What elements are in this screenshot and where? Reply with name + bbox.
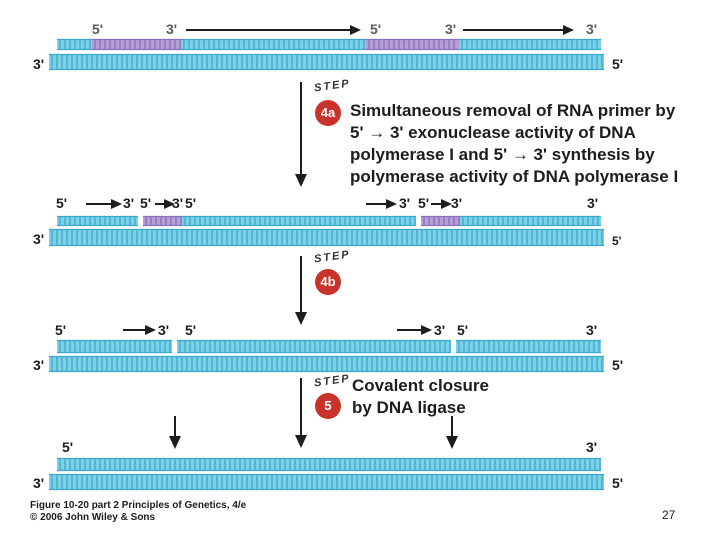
row2-top-5prime-label-b: 5'	[140, 195, 152, 211]
row1-top-dna-segment-1	[57, 38, 92, 51]
step-4b-badge: 4b	[315, 269, 341, 295]
row1-top-dna-segment-3	[459, 38, 601, 51]
row1-top-5prime-label-a: 5'	[92, 21, 104, 37]
step-4a-process-arrow	[295, 82, 307, 187]
row2-top-3prime-label-a: 3'	[123, 195, 135, 211]
row1-top-3prime-label-b: 3'	[445, 21, 457, 37]
row1-bottom-5prime-label: 5'	[612, 56, 624, 72]
step-4b-process-arrow	[295, 256, 307, 325]
step-4a-line-3: polymerase I and 5' → 3' synthesis by	[350, 145, 655, 164]
row2-top-5prime-label-a: 5'	[56, 195, 68, 211]
row1-bottom-3prime-label: 3'	[33, 56, 45, 72]
step-5-process-arrow	[295, 378, 307, 448]
row3-top-3prime-label-b: 3'	[434, 322, 446, 338]
figure-caption-line-1: Figure 10-20 part 2 Principles of Geneti…	[30, 500, 247, 511]
row2-synthesis-arrow-3	[366, 199, 397, 209]
row1-bottom-strand	[49, 53, 604, 71]
row3-top-dna-segment-3	[456, 339, 601, 354]
row1-top-dna-segment-2	[181, 38, 366, 51]
row2-bottom-strand	[49, 228, 604, 247]
step-5-line-2: by DNA ligase	[352, 398, 466, 417]
row2-top-dna-segment-2	[182, 215, 416, 227]
row2-bottom-5prime-label: 5'	[612, 234, 622, 248]
row1-top-3prime-label-a: 3'	[166, 21, 178, 37]
step-5-line-1: Covalent closure	[352, 376, 489, 395]
figure-caption-line-2: © 2006 John Wiley & Sons	[30, 512, 156, 523]
row3-synthesis-arrow-1	[123, 325, 156, 335]
step-4a-line-1: Simultaneous removal of RNA primer by	[350, 101, 676, 120]
row2-synthesis-arrow-1	[86, 199, 122, 209]
row2-top-dna-segment-3	[460, 215, 601, 227]
row3-top-5prime-label-a: 5'	[55, 322, 67, 338]
row2-top-3prime-label-e: 3'	[587, 195, 599, 211]
row2-top-3prime-label-d: 3'	[451, 195, 463, 211]
row3-top-3prime-label-c: 3'	[586, 322, 598, 338]
row1-synthesis-arrow-1	[186, 25, 361, 35]
row3-top-dna-segment-2	[177, 339, 451, 354]
row3-bottom-strand	[49, 355, 604, 373]
row3-bottom-5prime-label: 5'	[612, 357, 624, 373]
row2-top-rna-primer-1	[143, 215, 182, 227]
page-number: 27	[662, 508, 676, 522]
step-4a-line-2: 5' → 3' exonuclease activity of DNA	[350, 123, 636, 142]
row1-top-rna-primer-1	[92, 38, 181, 51]
row4-bottom-5prime-label: 5'	[612, 475, 624, 491]
row2-top-rna-primer-2	[421, 215, 460, 227]
row3-top-3prime-label-a: 3'	[158, 322, 170, 338]
row1-synthesis-arrow-2	[463, 25, 574, 35]
row2-top-3prime-label-c: 3'	[399, 195, 411, 211]
row2-top-dna-segment-1	[57, 215, 138, 227]
step-4a-badge: 4a	[315, 100, 341, 126]
row2-top-5prime-label-c: 5'	[185, 195, 197, 211]
step-5-badge: 5	[315, 393, 341, 419]
step-5-description: Covalent closure by DNA ligase	[352, 375, 489, 419]
row4-top-5prime-label: 5'	[62, 439, 74, 455]
row3-synthesis-arrow-2	[397, 325, 432, 335]
row4-nick-sealed-arrow-1	[169, 416, 181, 449]
row4-top-strand	[57, 457, 601, 472]
row4-bottom-strand	[49, 473, 604, 491]
row3-top-dna-segment-1	[57, 339, 172, 354]
row1-top-5prime-label-b: 5'	[370, 21, 382, 37]
row3-top-5prime-label-b: 5'	[185, 322, 197, 338]
row2-top-5prime-label-d: 5'	[418, 195, 430, 211]
row2-synthesis-arrow-2	[155, 199, 175, 209]
step-4a-line-4: polymerase activity of DNA polymerase I	[350, 167, 679, 186]
row2-bottom-3prime-label: 3'	[33, 231, 45, 247]
row1-top-rna-primer-2	[366, 38, 459, 51]
row4-bottom-3prime-label: 3'	[33, 475, 45, 491]
step-4a-description: Simultaneous removal of RNA primer by 5'…	[350, 100, 678, 188]
row1-top-3prime-label-c: 3'	[586, 21, 598, 37]
row4-top-3prime-label: 3'	[586, 439, 598, 455]
row3-top-5prime-label-c: 5'	[457, 322, 469, 338]
figure-caption: Figure 10-20 part 2 Principles of Geneti…	[30, 500, 246, 524]
row2-synthesis-arrow-4	[431, 199, 452, 209]
row2-top-3prime-label-b: 3'	[172, 195, 184, 211]
row3-bottom-3prime-label: 3'	[33, 357, 45, 373]
row4-nick-sealed-arrow-2	[446, 416, 458, 449]
